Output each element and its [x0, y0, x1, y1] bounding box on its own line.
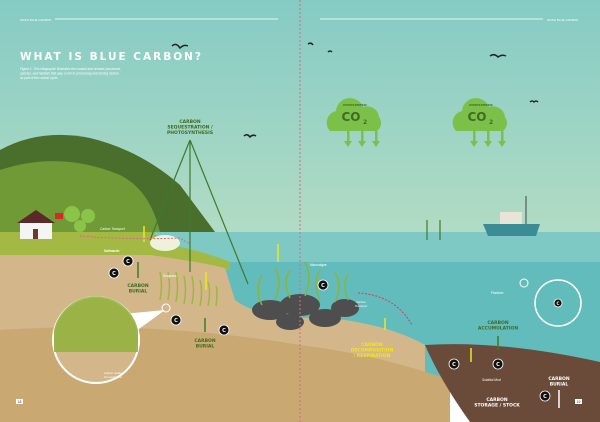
co2-text: CO [341, 110, 360, 124]
running-title-right: WASH BLUE CARBON [547, 18, 578, 22]
co2-text: CO [467, 110, 486, 124]
caption-line-1: Figure 1. This infographic illustrates t… [20, 67, 121, 71]
cloud-co2-1: ATMOSPHERIC CO 2 [326, 98, 381, 147]
page-number-right: 19 [577, 400, 581, 404]
seagrass [159, 271, 218, 307]
svg-text:C: C [174, 318, 178, 324]
fishing-boat [483, 196, 540, 236]
svg-text:C: C [126, 259, 130, 265]
accumulation-label-1: CARBON [487, 320, 509, 326]
burial-label-seagrass-1: CARBON [194, 338, 216, 344]
svg-text:C: C [543, 394, 547, 400]
carbon-icon: C [492, 358, 504, 370]
caption-line-3: as part of the carbon cycle. [20, 76, 58, 80]
storage-label-1: CARBON [486, 397, 508, 403]
uptake-label-2: into sediments [104, 375, 123, 379]
running-title-left: WASH BLUE CARBON [20, 18, 51, 22]
accumulation-label-2: ACCUMULATION [478, 326, 518, 332]
uptake-label-1: Carbon uptake [104, 371, 123, 375]
carbon-icon: C [448, 358, 460, 370]
birds [171, 42, 539, 139]
cloud-co2-2: ATMOSPHERIC CO 2 [452, 98, 508, 147]
sequestration-label-2: SEQUESTRATION / [167, 125, 213, 131]
seagrass-label: Seagrass [163, 274, 177, 278]
release-arrows [143, 226, 472, 362]
rocks [252, 294, 359, 330]
carbon-icon: C [170, 314, 182, 326]
subtidal-mud-label: Subtidal Mud [482, 378, 501, 382]
decomposition-label-1: CARBON [361, 342, 383, 348]
plankton-label: Plankton [491, 291, 504, 295]
seagrass-magnifier: Carbon uptake into sediments [52, 296, 171, 384]
co2-subscript: 2 [489, 119, 493, 126]
svg-text:C: C [321, 283, 325, 289]
house [17, 210, 63, 239]
svg-text:C: C [452, 362, 456, 368]
cloud-label: ATMOSPHERIC [343, 103, 368, 107]
page-number-box-right [575, 399, 582, 404]
macroalgae [257, 261, 349, 306]
carbon-transport-path-sea [357, 292, 413, 326]
carbon-icon: C [317, 279, 329, 291]
carbon-icon: C [108, 267, 120, 279]
caption-line-2: species, and habitats that play a role i… [20, 72, 119, 76]
burial-label-saltmarsh-1: CARBON [127, 283, 149, 289]
storage-label-2: STORAGE / STOCK [474, 403, 520, 409]
saltmarsh-shrub [150, 235, 180, 251]
macroalgae-label: Macroalgae [310, 263, 327, 267]
carbon-transport-land-label: Carbon Transport [100, 227, 125, 231]
co2-subscript: 2 [363, 119, 367, 126]
carbon-icon: C [539, 390, 551, 402]
burial-label-saltmarsh-2: BURIAL [129, 289, 148, 295]
trees [64, 206, 95, 232]
svg-text:C: C [112, 271, 116, 277]
carbon-transport-sea-label-1: Carbon [356, 300, 366, 304]
sequestration-label-3: PHOTOSYNTHESIS [167, 130, 213, 136]
sequestration-label-1: CARBON [179, 119, 201, 125]
decomposition-label-2: DECOMPOSITION [351, 348, 394, 354]
carbon-transport-path-land [79, 235, 191, 245]
carbon-symbols: C C C C C C C C C [108, 255, 563, 402]
burial-label-mud-1: CARBON [548, 376, 570, 382]
saltmarsh-label: Saltmarsh [104, 249, 119, 253]
sequestration-arrows [149, 139, 441, 285]
page-title: WHAT IS BLUE CARBON? [20, 51, 203, 63]
svg-text:C: C [557, 301, 560, 306]
cloud-label: ATMOSPHERIC [469, 103, 494, 107]
page-number-box-left [16, 399, 23, 404]
carbon-icon: C [553, 298, 563, 308]
plankton-magnifier [519, 278, 582, 327]
svg-text:C: C [496, 362, 500, 368]
svg-text:C: C [222, 328, 226, 334]
carbon-icon: C [122, 255, 134, 267]
carbon-transport-sea-label-2: Transport [355, 304, 368, 308]
carbon-icon: C [218, 324, 230, 336]
burial-label-mud-2: BURIAL [550, 382, 569, 388]
page-number-left: 18 [18, 400, 22, 404]
subtidal-mud [425, 344, 600, 422]
burial-label-seagrass-2: BURIAL [196, 344, 215, 350]
decomposition-label-3: / RESPIRATION [354, 353, 391, 359]
